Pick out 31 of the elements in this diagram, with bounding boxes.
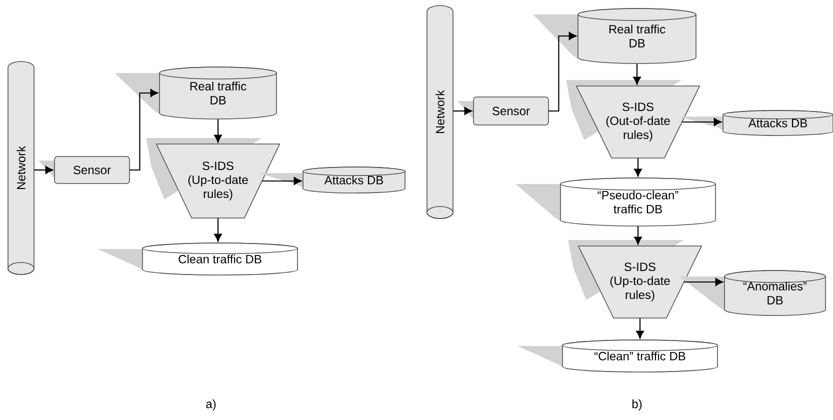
arrow xyxy=(214,119,222,143)
database-cylinder: Clean traffic DB xyxy=(98,242,298,276)
filter-trapezoid: S-IDS (Up-to-date rules) xyxy=(146,138,280,218)
database-cylinder: Real traffic DB xyxy=(533,8,696,64)
database-cylinder: Attacks DB xyxy=(258,166,406,194)
arrow xyxy=(34,166,54,174)
arrow xyxy=(262,177,302,185)
arrow xyxy=(548,32,577,112)
arrow xyxy=(682,118,722,126)
arrow xyxy=(636,318,644,339)
arrow xyxy=(684,278,724,286)
arrow xyxy=(214,218,222,242)
network-cylinder: Network xyxy=(8,61,34,275)
filter-trapezoid: S-IDS (Up-to-date rules) xyxy=(568,240,702,318)
filter-trapezoid: S-IDS (Out-of-date rules) xyxy=(566,80,700,158)
panel-label: a) xyxy=(206,399,216,411)
arrow xyxy=(130,89,158,171)
panel-label: b) xyxy=(632,399,642,411)
database-cylinder: Attacks DB xyxy=(678,110,833,136)
sensor-box: Sensor xyxy=(458,96,549,126)
database-cylinder: “Clean” traffic DB xyxy=(518,340,718,372)
database-cylinder: “Pseudo-clean” traffic DB xyxy=(516,178,716,226)
arrow xyxy=(453,107,472,115)
sensor-box: Sensor xyxy=(38,156,130,184)
network-cylinder: Network xyxy=(426,5,454,219)
node-label: Attacks DB xyxy=(748,118,808,128)
arrow xyxy=(634,158,642,177)
arrow xyxy=(633,64,641,85)
arrow xyxy=(634,226,642,245)
database-cylinder: “Anomalies” DB xyxy=(680,270,826,316)
database-cylinder: Real traffic DB xyxy=(114,66,277,120)
